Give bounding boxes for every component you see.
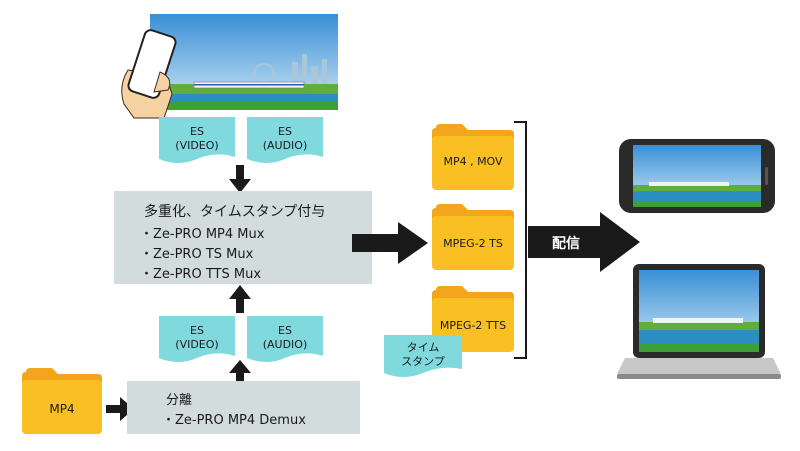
input-folder-label: MP4 xyxy=(49,402,75,416)
demux-title: 分離 xyxy=(166,393,193,408)
es-video-tag-top: ES (VIDEO) xyxy=(159,117,235,167)
output-folder-label: MPEG-2 TTS xyxy=(439,319,507,332)
up-arrow-icon xyxy=(229,285,251,313)
top-scene-illustration xyxy=(121,14,338,119)
smartphone-device-icon xyxy=(619,139,775,213)
timestamp-tag: タイム スタンプ xyxy=(384,335,462,381)
es-video-label: ES (VIDEO) xyxy=(175,125,219,152)
es-audio-tag-top: ES (AUDIO) xyxy=(247,117,323,167)
demux-item: ・Ze-PRO MP4 Demux xyxy=(162,413,306,428)
mux-item-ts: ・Ze-PRO TS Mux xyxy=(140,247,254,262)
output-folder-label: MPEG-2 TS xyxy=(443,237,503,250)
input-mp4-folder: MP4 xyxy=(22,368,102,434)
laptop-device-icon xyxy=(617,264,781,379)
right-arrow-icon xyxy=(352,222,428,264)
mux-item-tts: ・Ze-PRO TTS Mux xyxy=(140,267,262,282)
down-arrow-icon xyxy=(229,165,251,193)
output-bracket xyxy=(514,121,527,359)
demux-process-box xyxy=(127,381,360,434)
output-folder-mpeg2-ts: MPEG-2 TS xyxy=(432,204,514,270)
es-video-label: ES (VIDEO) xyxy=(175,324,219,351)
timestamp-label: タイム スタンプ xyxy=(401,341,445,368)
es-audio-label: ES (AUDIO) xyxy=(262,125,308,152)
mux-process-box xyxy=(114,191,372,284)
output-folder-label: MP4 , MOV xyxy=(443,155,503,168)
es-video-tag-bottom: ES (VIDEO) xyxy=(159,316,235,366)
deliver-label: 配信 xyxy=(552,236,580,252)
es-audio-label: ES (AUDIO) xyxy=(262,324,308,351)
up-arrow-icon xyxy=(229,360,251,386)
mux-title: 多重化、タイムスタンプ付与 xyxy=(144,204,326,220)
deliver-arrow-icon xyxy=(528,212,640,272)
es-audio-tag-bottom: ES (AUDIO) xyxy=(247,316,323,366)
mux-item-mp4: ・Ze-PRO MP4 Mux xyxy=(140,227,265,242)
output-folder-mp4-mov: MP4 , MOV xyxy=(432,124,514,190)
